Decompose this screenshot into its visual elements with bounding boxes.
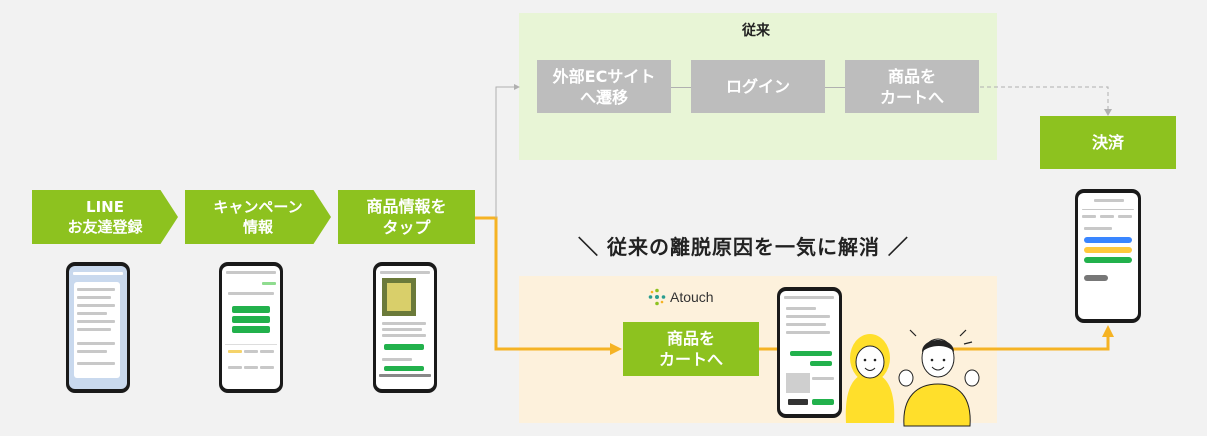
step-add-to-cart-conventional: 商品を カートへ bbox=[845, 60, 979, 113]
phone-atouch-cart bbox=[777, 287, 842, 418]
payment-box: 決済 bbox=[1040, 116, 1176, 169]
headline: ＼ 従来の離脱原因を一気に解消 ／ bbox=[578, 235, 909, 259]
phone-product-info bbox=[373, 262, 437, 393]
connector-line bbox=[671, 87, 691, 88]
step-external-ec: 外部ECサイト へ遷移 bbox=[537, 60, 671, 113]
step-campaign-info: キャンペーン 情報 bbox=[185, 190, 331, 244]
step-add-to-cart-atouch: 商品を カートへ bbox=[623, 322, 759, 376]
conventional-title: 従来 bbox=[742, 23, 770, 39]
atouch-logo: Atouch bbox=[648, 288, 714, 306]
phone-campaign bbox=[219, 262, 283, 393]
connector-line bbox=[825, 87, 845, 88]
gray-dashed-line bbox=[980, 86, 1109, 110]
gray-arrowhead-down bbox=[1104, 109, 1112, 116]
atouch-logo-text: Atouch bbox=[670, 289, 714, 305]
step-login: ログイン bbox=[691, 60, 825, 113]
gray-flow-line bbox=[495, 86, 514, 218]
phone-line-friend bbox=[66, 262, 130, 393]
atouch-logo-icon bbox=[648, 288, 666, 306]
phone-payment bbox=[1075, 189, 1141, 323]
step-line-friend: LINE お友達登録 bbox=[32, 190, 178, 244]
happy-people-illustration bbox=[845, 329, 980, 427]
orange-arrowhead-up bbox=[1102, 325, 1114, 337]
step-tap-product: 商品情報を タップ bbox=[338, 190, 475, 244]
